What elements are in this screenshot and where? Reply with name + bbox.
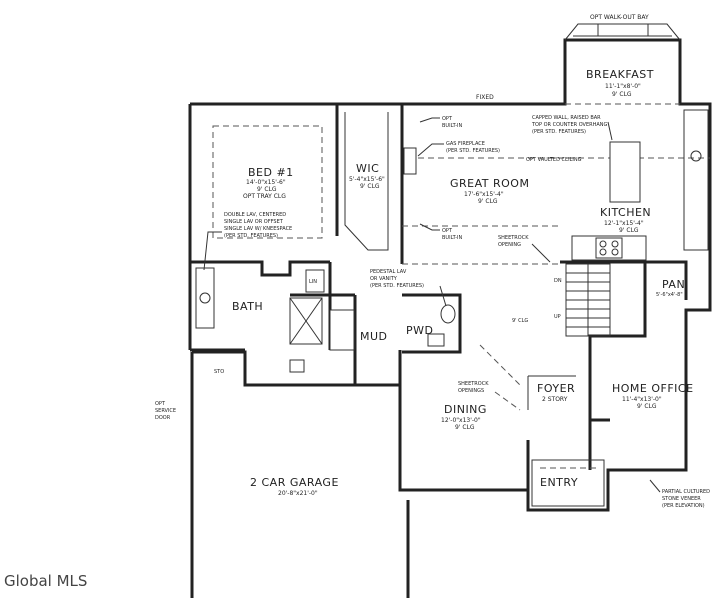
great-room-ceiling: 9' CLG [478, 198, 498, 205]
note-double-lav-c: SINGLE LAV W/ KNEESPACE [224, 226, 292, 232]
note-gas-fireplace-b: (PER STD. FEATURES) [446, 148, 500, 154]
note-stone-veneer-a: PARTIAL CULTURED [662, 489, 710, 495]
note-opt-service-a: OPT [155, 401, 166, 407]
mud-bench [329, 309, 355, 351]
dining-dims: 12'-0"x13'-0" [441, 417, 481, 424]
note-walkout-bay: OPT WALK-OUT BAY [590, 14, 649, 21]
watermark: Global MLS [4, 572, 88, 590]
breakfast-dims: 11'-1"x8'-0" [605, 83, 641, 90]
home-office-name: HOME OFFICE [612, 382, 694, 395]
fireplace [403, 147, 417, 175]
kitchen-dims: 12'-1"x15'-4" [604, 220, 644, 227]
bed1-name: BED #1 [248, 166, 294, 179]
foyer-name: FOYER [537, 382, 575, 395]
note-capped-wall-b: TOP OR COUNTER OVERHANG [531, 122, 608, 128]
note-vaulted: OPT VAULTED CEILING [526, 157, 582, 163]
wic-dims: 5'-4"x15'-6" [349, 176, 385, 183]
toilet-pwd [427, 333, 445, 347]
bath-vanity [195, 267, 215, 329]
note-sheetrock-opening-b: OPENING [498, 242, 521, 248]
kitchen-name: KITCHEN [600, 206, 651, 219]
note-stone-veneer-c: (PER ELEVATION) [662, 503, 705, 509]
bed1-extra: OPT TRAY CLG [243, 193, 286, 200]
great-room-dims: 17'-6"x15'-4" [464, 191, 504, 198]
mud-name: MUD [360, 330, 388, 343]
kitchen-ceiling: 9' CLG [619, 227, 639, 234]
note-double-lav-d: (PER STD. FEATURES) [224, 233, 278, 239]
pan-dims: 5'-6"x4'-8" [656, 292, 683, 298]
note-up: UP [554, 314, 561, 320]
linen-closet [305, 269, 325, 293]
note-opt-builtin-1b: BUILT-IN [442, 123, 463, 129]
dining-name: DINING [444, 403, 487, 416]
note-opt-service-c: DOOR [155, 415, 171, 421]
note-sheetrock-openings-a: SHEETROCK [458, 381, 489, 387]
bath-name: BATH [232, 300, 263, 313]
note-double-lav-b: SINGLE LAV OR OFFSET [224, 219, 284, 225]
entry-porch [531, 459, 605, 507]
pan-name: PAN [662, 278, 685, 291]
pwd-name: PWD [406, 324, 433, 337]
note-stone-veneer-b: STONE VENEER [662, 496, 701, 502]
note-capped-wall-a: CAPPED WALL, RAISED BAR [532, 115, 601, 121]
note-double-lav-a: DOUBLE LAV, CENTERED [224, 212, 286, 218]
note-pedestal-lav-b: OR VANITY [370, 276, 398, 282]
range [595, 237, 623, 259]
note-sheetrock-openings-b: OPENINGS [458, 388, 484, 394]
wic-ceiling: 9' CLG [360, 183, 380, 190]
note-opt-builtin-2b: BUILT-IN [442, 235, 463, 241]
dining-ceiling: 9' CLG [455, 424, 475, 431]
note-pedestal-lav-c: (PER STD. FEATURES) [370, 283, 424, 289]
breakfast-name: BREAKFAST [586, 68, 654, 81]
kitchen-counter [571, 235, 647, 261]
note-sto: STO [214, 369, 224, 375]
bed1-ceiling: 9' CLG [257, 186, 277, 193]
walkout-bay [564, 23, 681, 41]
note-pedestal-lav-a: PEDESTAL LAV [370, 269, 407, 275]
home-office-ceiling: 9' CLG [637, 403, 657, 410]
wic-name: WIC [356, 162, 379, 175]
note-hall-clg: 9' CLG [512, 318, 528, 324]
note-fixed: FIXED [476, 94, 494, 101]
garage-name: 2 CAR GARAGE [250, 476, 339, 489]
note-opt-service-b: SERVICE [155, 408, 176, 414]
note-sheetrock-opening-a: SHEETROCK [498, 235, 529, 241]
note-opt-builtin-1a: OPT [442, 116, 453, 122]
note-gas-fireplace-a: GAS FIREPLACE [446, 141, 485, 147]
kitchen-island [609, 141, 641, 203]
toilet-bath [289, 359, 305, 373]
pedestal-sink [440, 304, 456, 324]
bed1-dims: 14'-0"x15'-6" [246, 179, 286, 186]
interior-walls [190, 103, 710, 490]
entry-name: ENTRY [540, 476, 578, 489]
note-capped-wall-c: (PER STD. FEATURES) [532, 129, 586, 135]
note-lin: LIN [309, 279, 317, 285]
tray-ceiling-outline [212, 125, 323, 239]
stairs [565, 263, 611, 337]
home-office-dims: 11'-4"x13'-0" [622, 396, 662, 403]
garage-dims: 20'-8"x21'-0" [278, 490, 318, 497]
note-opt-builtin-2a: OPT [442, 228, 453, 234]
breakfast-ceiling: 9' CLG [612, 91, 632, 98]
foyer-ceiling: 2 STORY [542, 396, 568, 403]
note-dn: DN [554, 278, 562, 284]
great-room-name: GREAT ROOM [450, 177, 529, 190]
